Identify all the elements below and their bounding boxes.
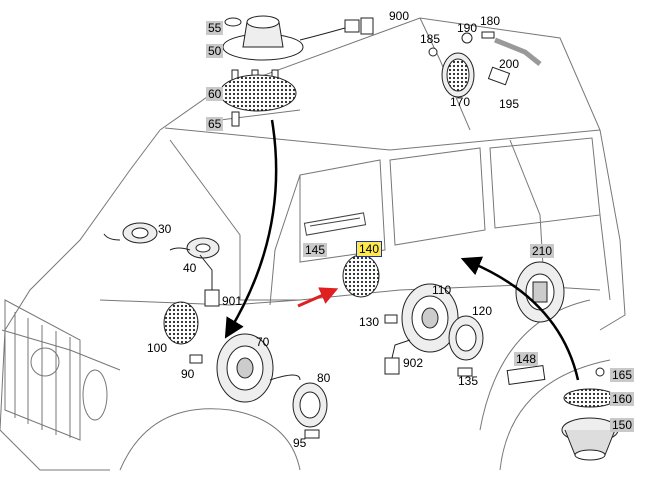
callout-135[interactable]: 135	[458, 374, 479, 388]
rear-door-woofer-110	[384, 283, 484, 377]
callout-70[interactable]: 70	[256, 335, 270, 349]
badge-145	[303, 212, 367, 236]
callout-110[interactable]: 110	[432, 283, 452, 297]
door-grille-140	[342, 254, 380, 298]
callout-190[interactable]: 190	[457, 21, 478, 35]
tweeter-170	[428, 31, 542, 98]
rear-speaker-210	[515, 261, 565, 323]
callout-148[interactable]: 148	[514, 352, 539, 366]
callout-130[interactable]: 130	[359, 315, 380, 329]
callout-160[interactable]: 160	[610, 392, 635, 406]
callout-195[interactable]: 195	[499, 97, 520, 111]
rear-wheel	[479, 299, 611, 471]
callout-145[interactable]: 145	[303, 243, 328, 257]
door-woofer-70	[189, 333, 328, 439]
connector-900	[299, 17, 374, 41]
callout-65[interactable]: 65	[206, 117, 224, 131]
door-grille-100	[163, 301, 199, 345]
callout-80[interactable]: 80	[317, 371, 331, 385]
roof-speaker-assembly	[219, 15, 304, 127]
front-grille	[4, 299, 108, 441]
callout-900[interactable]: 900	[389, 9, 410, 23]
callout-95[interactable]: 95	[293, 436, 307, 450]
arrow-highlight-140	[297, 287, 339, 308]
badge-145-pattern	[309, 217, 361, 227]
arrow-roof-to-door	[224, 119, 278, 339]
callout-60[interactable]: 60	[206, 87, 224, 101]
dash-speaker-40	[169, 237, 220, 307]
dash-speaker-30	[103, 222, 158, 244]
callout-90[interactable]: 90	[181, 367, 195, 381]
callout-185[interactable]: 185	[420, 32, 441, 46]
callout-40[interactable]: 40	[183, 261, 197, 275]
callout-30[interactable]: 30	[158, 222, 172, 236]
callout-210[interactable]: 210	[530, 244, 555, 258]
callout-140[interactable]: 140	[356, 241, 383, 257]
rear-speaker-stack	[561, 367, 619, 461]
part-148	[506, 364, 546, 386]
callout-200[interactable]: 200	[499, 57, 520, 71]
vehicle-body-outline	[0, 17, 626, 471]
callout-150[interactable]: 150	[610, 418, 635, 432]
callout-120[interactable]: 120	[472, 304, 493, 318]
callout-170[interactable]: 170	[450, 95, 471, 109]
callout-55[interactable]: 55	[206, 21, 224, 35]
front-wheel-arch	[119, 408, 301, 471]
callout-50[interactable]: 50	[206, 44, 224, 58]
callout-902[interactable]: 902	[403, 356, 424, 370]
callout-901[interactable]: 901	[222, 294, 243, 308]
arrow-rear-wheel	[460, 256, 580, 381]
callout-100[interactable]: 100	[147, 341, 168, 355]
callout-165[interactable]: 165	[610, 368, 635, 382]
callout-180[interactable]: 180	[480, 14, 501, 28]
